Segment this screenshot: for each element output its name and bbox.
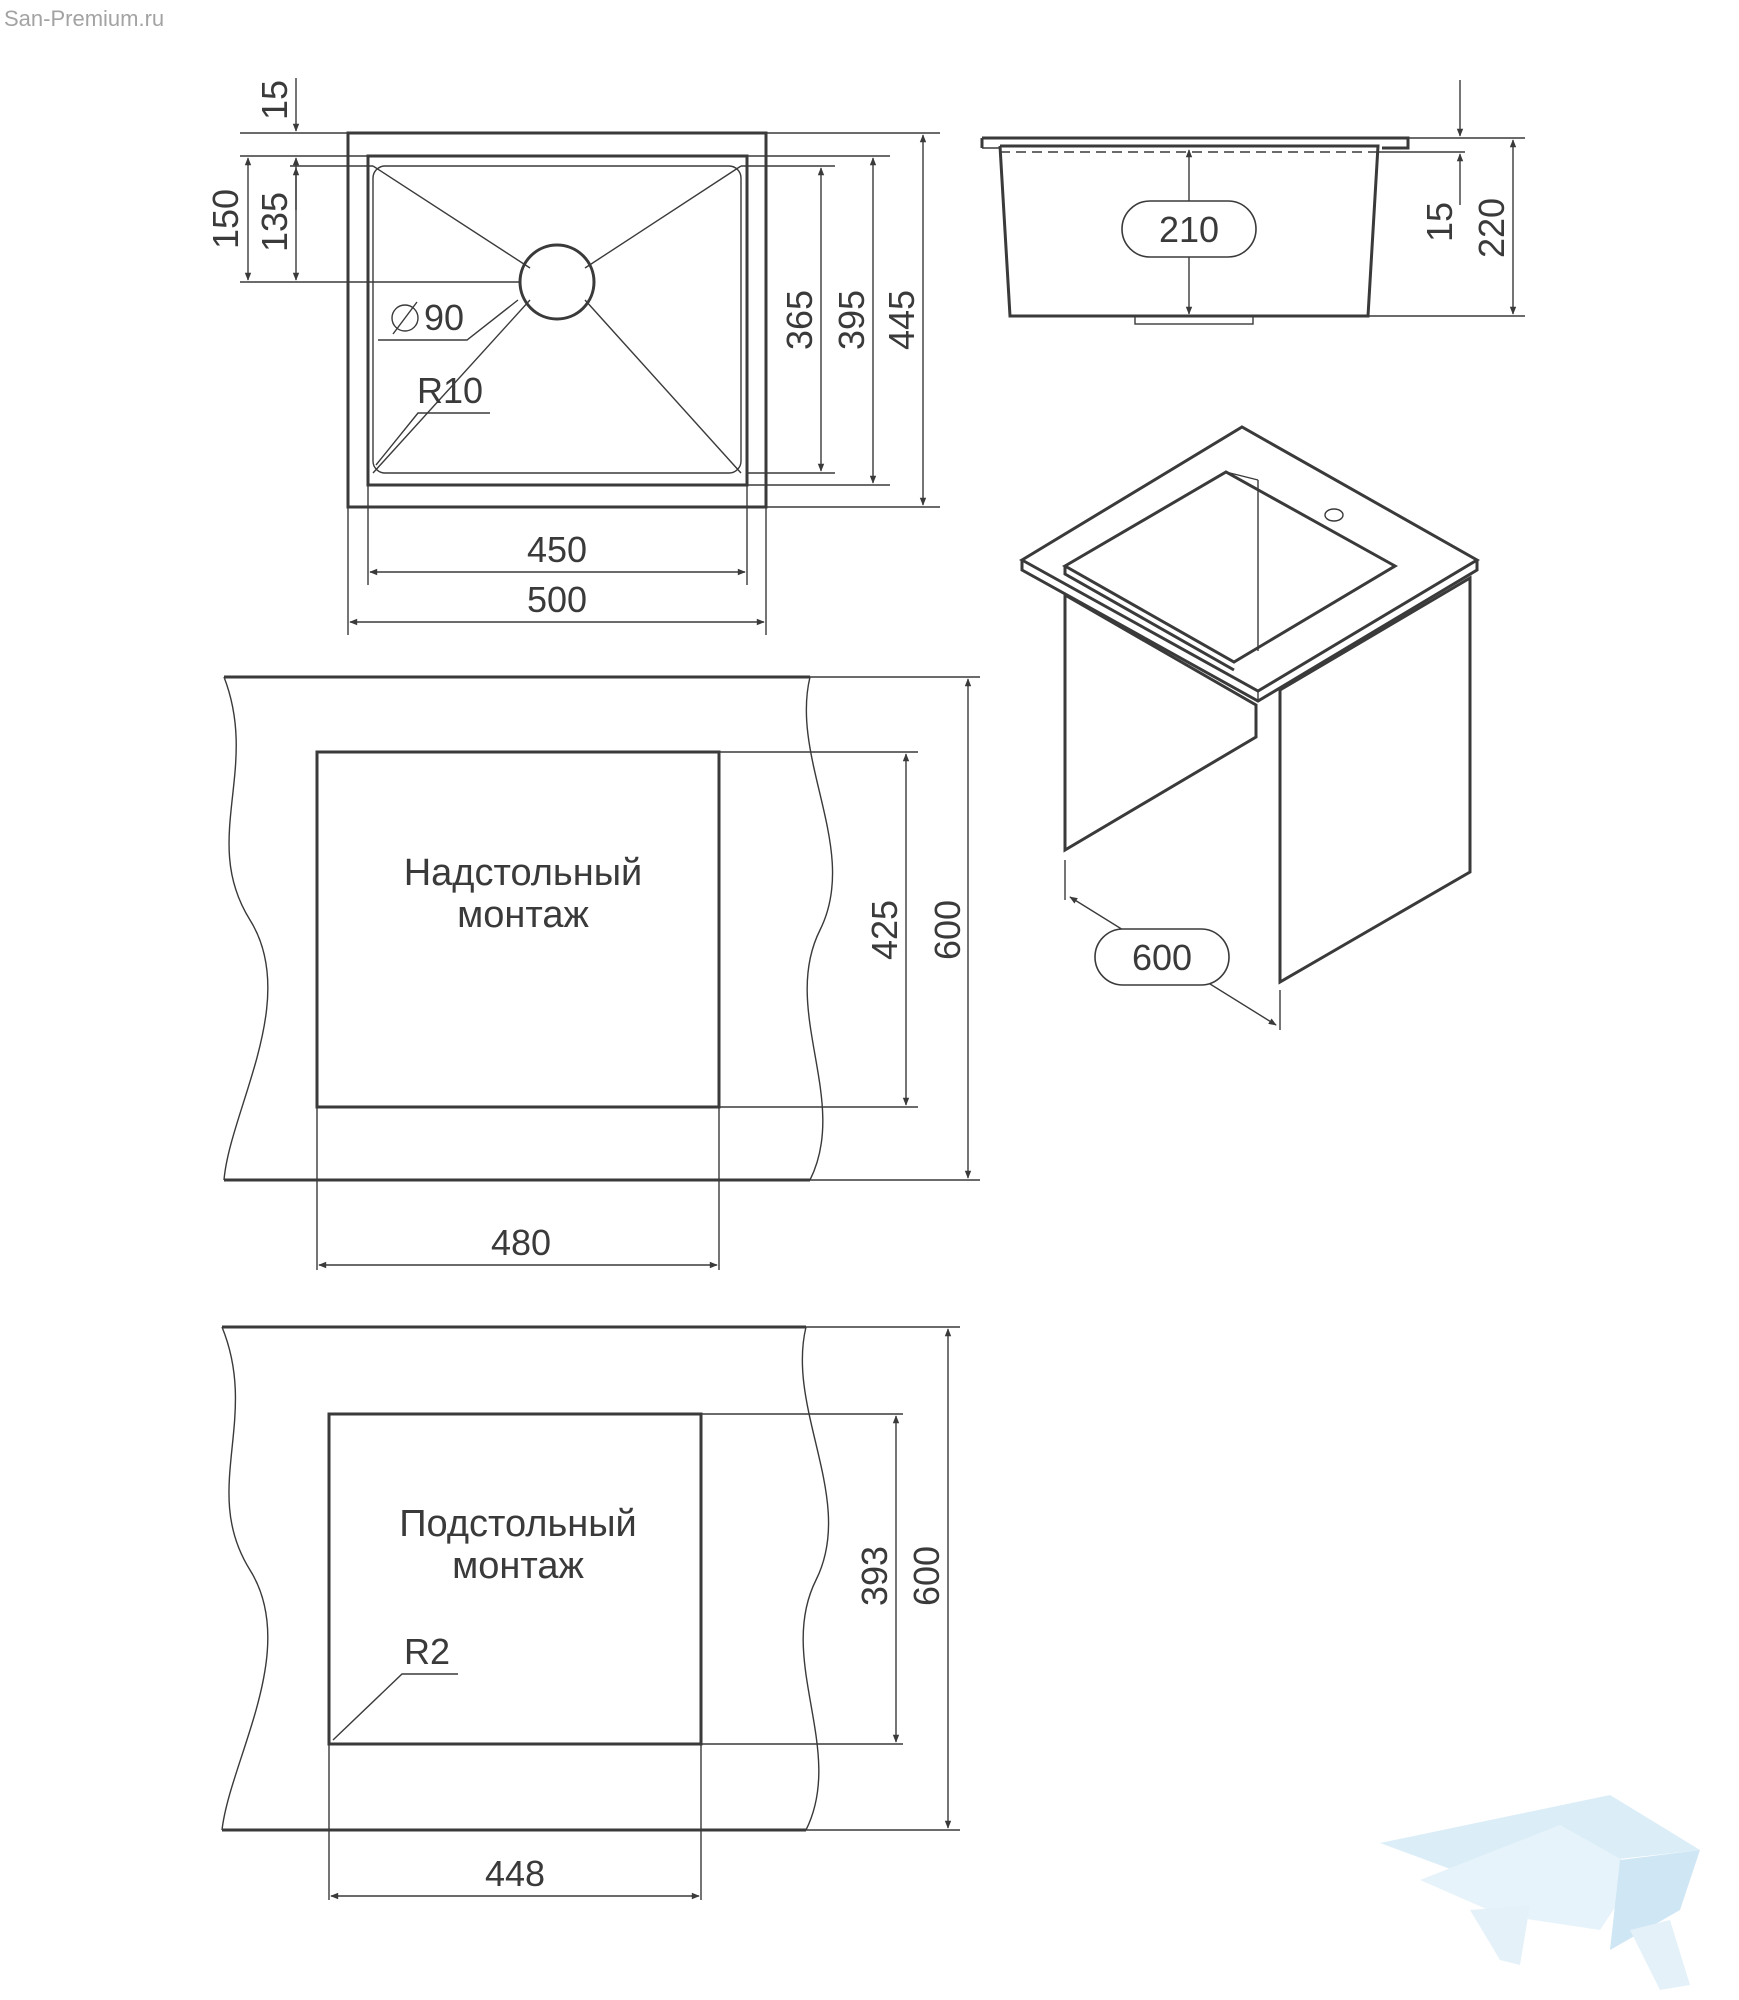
overmount-label-1: Надстольный <box>404 852 643 894</box>
dim-220: 220 <box>1471 198 1512 258</box>
overmount-label-2: монтаж <box>457 894 589 936</box>
watermark-text: San-Premium.ru <box>4 6 165 31</box>
isometric-view: 600 <box>1019 425 1480 1030</box>
dim-15-side: 15 <box>1419 202 1460 242</box>
dim-445: 445 <box>881 290 922 350</box>
dim-480: 480 <box>491 1222 551 1263</box>
undermount-label-2: монтаж <box>452 1545 584 1587</box>
undermount-section: Подстольный монтаж R2 393 600 448 <box>221 1325 960 1900</box>
dim-425: 425 <box>864 900 905 960</box>
dim-r10: R10 <box>417 370 483 411</box>
cabinet-left-panel <box>1063 592 1258 853</box>
dim-448: 448 <box>485 1853 545 1894</box>
dim-600-box <box>1094 928 1230 986</box>
dim-210-box <box>1121 200 1257 258</box>
side-view: 210 15 220 <box>980 80 1525 325</box>
dim-600-under: 600 <box>906 1546 947 1606</box>
dim-r2: R2 <box>404 1631 450 1672</box>
drain-hole <box>518 243 596 321</box>
dim-90: 90 <box>424 297 464 338</box>
dim-15-top: 15 <box>254 80 295 120</box>
bathtub-logo-icon <box>1380 1795 1700 1990</box>
dim-395: 395 <box>831 290 872 350</box>
overmount-cutout <box>315 750 721 1109</box>
dim-600-over: 600 <box>927 900 968 960</box>
dim-210: 210 <box>1159 209 1219 250</box>
undermount-cutout <box>327 1412 703 1746</box>
dim-365: 365 <box>779 290 820 350</box>
dim-450: 450 <box>527 529 587 570</box>
cabinet-right-panel <box>1278 575 1472 985</box>
dim-150: 150 <box>205 189 246 249</box>
dim-135: 135 <box>254 192 295 252</box>
sink-inner-rim <box>366 154 749 487</box>
sink-bowl <box>372 165 742 474</box>
sink-outer-outline <box>346 131 768 509</box>
dim-393: 393 <box>854 1546 895 1606</box>
dim-600-iso: 600 <box>1132 937 1192 978</box>
diameter-label: 90 <box>378 297 519 341</box>
dim-500: 500 <box>527 579 587 620</box>
overmount-section: Надстольный монтаж 425 600 480 <box>223 675 980 1270</box>
top-view: 450 500 365 395 445 15 150 135 90 R10 <box>205 78 940 635</box>
undermount-label-1: Подстольный <box>399 1503 637 1545</box>
